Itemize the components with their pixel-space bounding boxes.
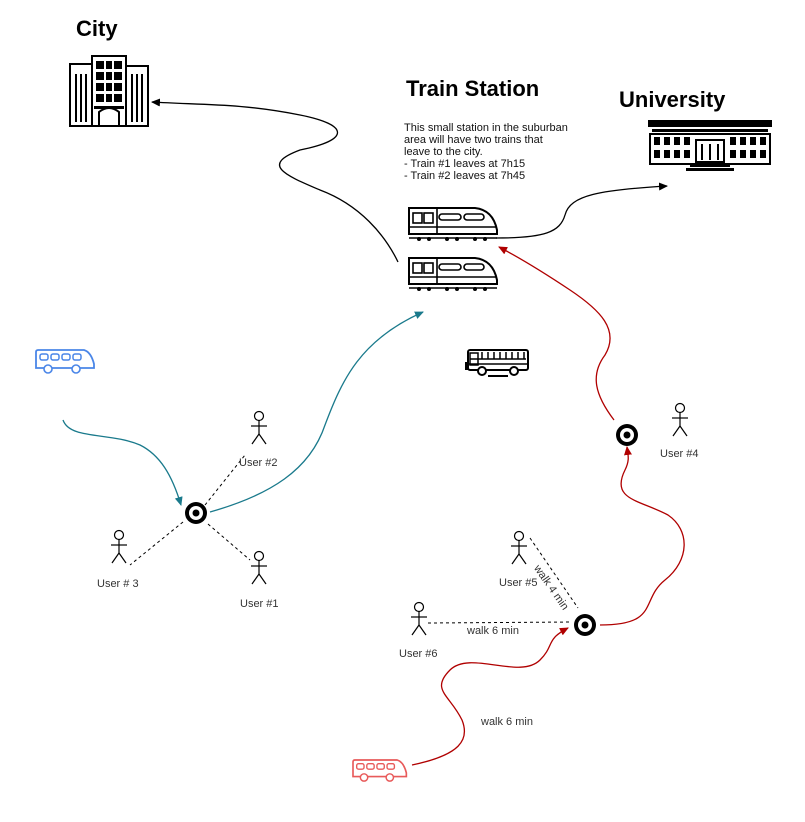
route-stop-3-to-stop-4	[599, 446, 685, 626]
train-icon-1	[408, 207, 498, 242]
route-bus-to-stop-1	[62, 419, 183, 506]
user-label-2: User #2	[239, 457, 278, 469]
bus-icon-red	[352, 759, 408, 782]
school-bus-icon	[465, 349, 529, 377]
train-icon-2	[408, 257, 498, 292]
station-note-line: This small station in the suburban	[404, 122, 568, 134]
station-note-line: area will have two trains that	[404, 134, 543, 146]
walk-label-6min-user6: walk 6 min	[467, 625, 519, 637]
walk-user6-line	[427, 621, 573, 624]
walk-user5-line	[529, 537, 579, 609]
station-note-line: leave to the city.	[404, 146, 483, 158]
person-icon-user6	[410, 601, 428, 636]
bus-stop-target-icon-2[interactable]	[616, 424, 638, 446]
route-station-to-university	[495, 182, 668, 239]
walk-user1-line	[207, 523, 251, 561]
station-note-line: - Train #1 leaves at 7h15	[404, 158, 526, 170]
person-icon-user2	[250, 410, 268, 445]
university-title: University	[619, 87, 726, 112]
user-label-4: User #4	[660, 448, 699, 460]
route-stop-4-to-station	[498, 246, 615, 421]
person-icon-user4	[671, 402, 689, 437]
person-icon-user3	[110, 529, 128, 564]
station-note: This small station in the suburban area …	[404, 122, 568, 182]
bus-icon-blue	[35, 349, 95, 374]
bus-stop-target-icon-1[interactable]	[185, 502, 207, 524]
walk-user2-line	[204, 454, 246, 506]
person-icon-user5	[510, 530, 528, 565]
route-stop-1-to-station	[209, 311, 424, 513]
walk-label-6min-bus: walk 6 min	[481, 716, 533, 728]
user-label-5: User #5	[499, 577, 538, 589]
city-building-icon	[69, 55, 149, 127]
route-station-to-city	[151, 98, 399, 263]
station-note-line: - Train #2 leaves at 7h45	[404, 170, 526, 182]
route-bus-to-stop-3	[411, 627, 569, 766]
station-title: Train Station	[406, 76, 540, 101]
user-label-1: User #1	[240, 598, 279, 610]
user-label-6: User #6	[399, 648, 438, 660]
walk-user3-line	[129, 521, 184, 566]
city-title: City	[76, 16, 118, 41]
user-label-3: User # 3	[97, 578, 139, 590]
person-icon-user1	[250, 550, 268, 585]
university-building-icon	[648, 120, 772, 171]
bus-stop-target-icon-3[interactable]	[574, 614, 596, 636]
